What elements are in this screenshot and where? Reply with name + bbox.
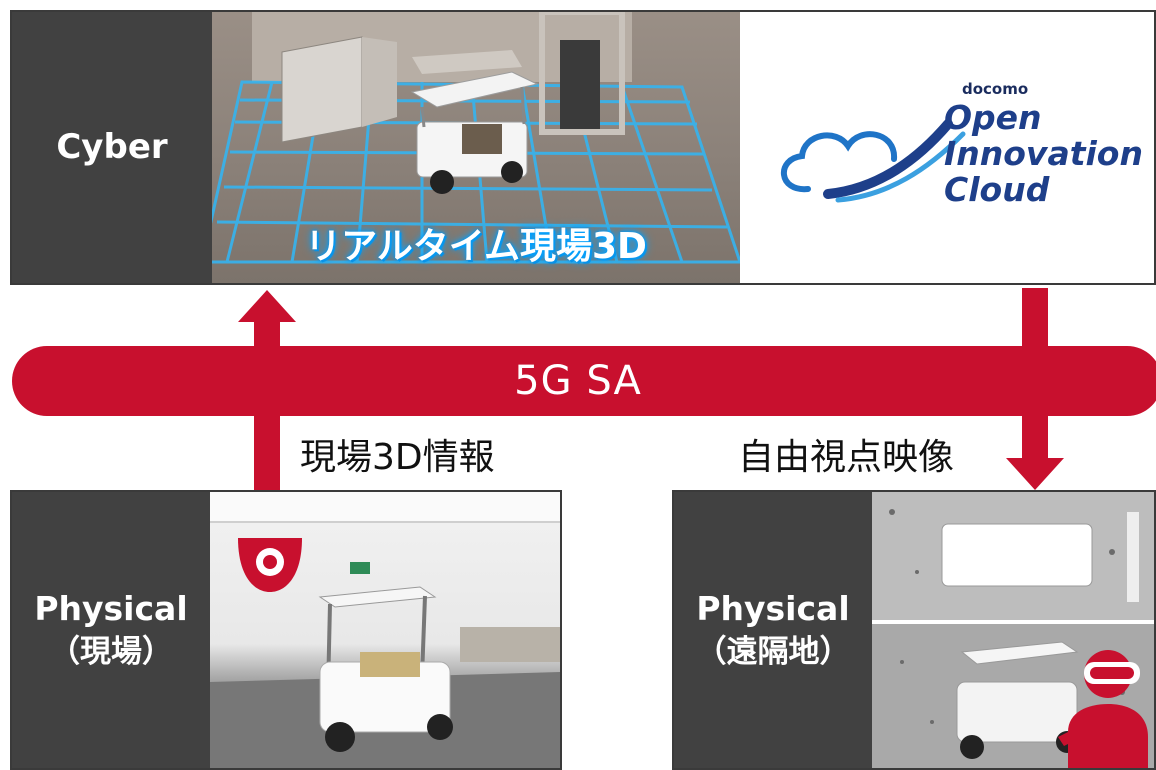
physical-site-row: Physical （現場） (10, 490, 562, 770)
5g-sa-label: 5G SA (514, 358, 642, 404)
physical-remote-sublabel: （遠隔地） (695, 634, 851, 671)
downlink-label: 自由視点映像 (738, 437, 955, 478)
physical-remote-row: Physical （遠隔地） (672, 490, 1156, 770)
brand-line-cloud: Cloud (944, 170, 1050, 209)
uplink-label: 現場3D情報 (300, 437, 495, 478)
brand-line-open: Open (944, 98, 1042, 137)
free-viewpoint-video (872, 492, 1154, 768)
brand-line-innovation: Innovation (944, 134, 1143, 173)
5g-sa-band (12, 346, 1156, 416)
cyber-row: Cyber (10, 10, 1156, 285)
docomo-open-innovation-cloud-logo: docomo Open Innovation Cloud (740, 12, 1154, 283)
camera-dome-icon (238, 538, 302, 592)
physical-site-sublabel: （現場） (49, 634, 173, 671)
open-innovation-cloud-wordmark: Open Innovation Cloud (944, 100, 1143, 208)
site-photo-illustration (210, 492, 560, 768)
physical-remote-label: Physical （遠隔地） (674, 492, 872, 768)
scene-3d-illustration (212, 12, 740, 264)
docomo-wordmark: docomo (962, 80, 1029, 98)
site-photo (210, 492, 560, 768)
physical-site-label: Physical （現場） (12, 492, 210, 768)
downlink-arrow-head (1006, 458, 1064, 490)
physical-remote-label-text: Physical (696, 589, 850, 628)
scene-3d-title: リアルタイム現場3D (305, 226, 647, 267)
physical-site-label-text: Physical (34, 589, 188, 628)
uplink-arrow-head (238, 290, 296, 322)
realtime-3d-scene-image: リアルタイム現場3D (212, 12, 740, 283)
vr-headset-user-icon (1058, 650, 1148, 768)
cyber-label-text: Cyber (56, 127, 168, 168)
cyber-label: Cyber (12, 12, 212, 283)
cloud-logo-icon (781, 119, 966, 203)
